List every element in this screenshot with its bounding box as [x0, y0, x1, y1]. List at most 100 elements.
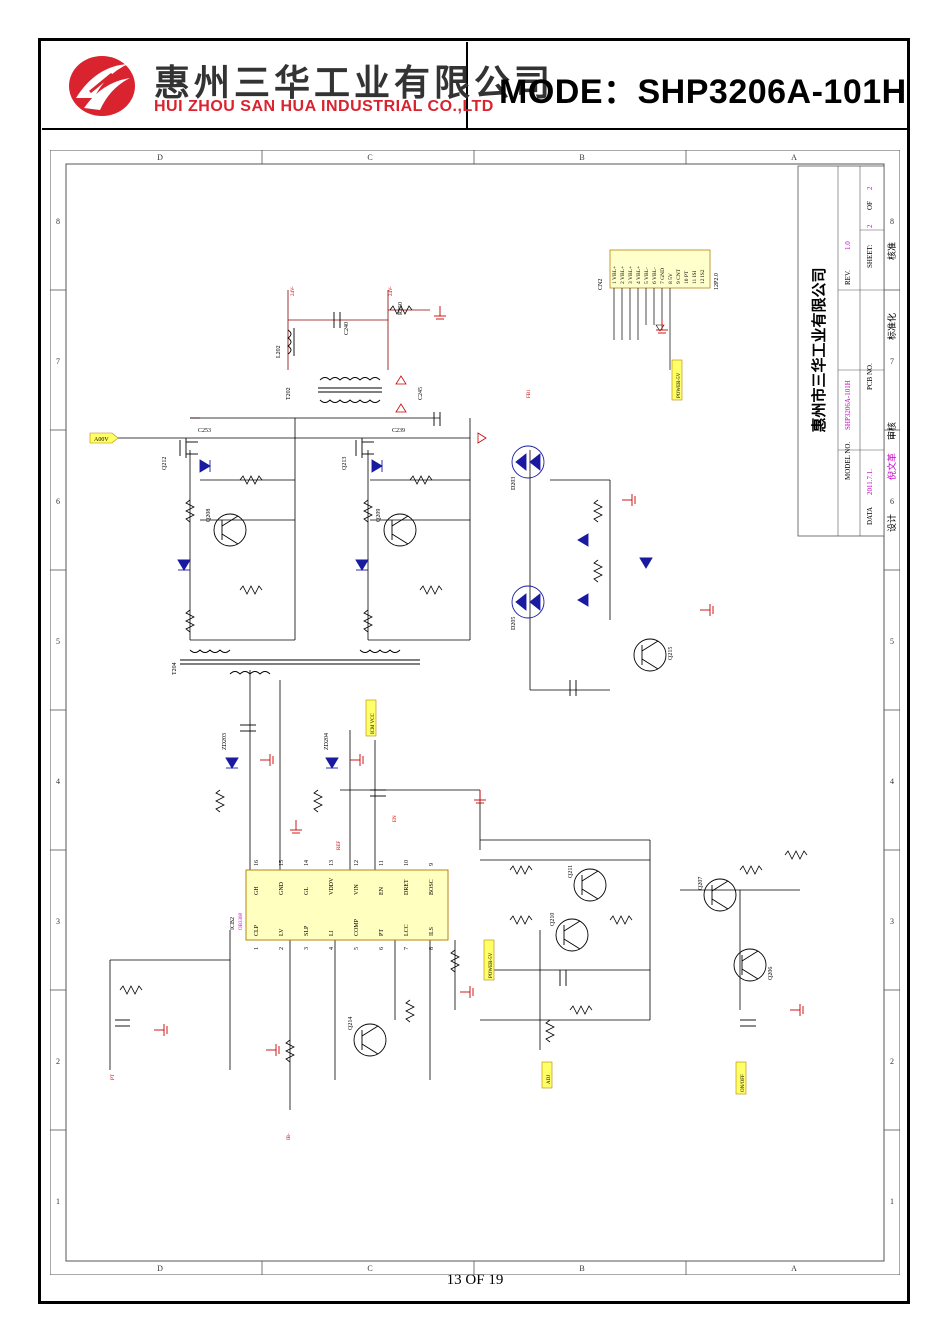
net-power5: POWER-5V — [671, 359, 683, 401]
r250-label: R250 — [398, 302, 404, 315]
ic-pin-label: GH — [254, 886, 260, 895]
q210-label: Q210 — [550, 913, 556, 926]
net-ib: IB- — [287, 1133, 292, 1140]
connector-pin-label: 6 VBL- — [652, 267, 658, 284]
q215-label: Q215 — [668, 647, 674, 660]
row-label: 2 — [890, 1057, 894, 1066]
col-label: D — [157, 1264, 163, 1273]
q211-label: Q211 — [568, 865, 574, 878]
ic-pin-number: 7 — [404, 947, 410, 950]
diode-circles — [511, 445, 545, 619]
transistor-q212 — [179, 438, 198, 458]
transistor-q207 — [703, 878, 737, 912]
transistor-q213 — [355, 438, 374, 458]
c245-label: C245 — [418, 387, 424, 400]
ic-pin-label: VDDV — [329, 877, 335, 895]
c240-label: C240 — [344, 322, 350, 335]
connector-pin-label: 12 IS2 — [700, 269, 706, 284]
transistor-q214 — [353, 1023, 387, 1057]
ic-pin-number: 4 — [329, 947, 335, 950]
row-label: 1 — [890, 1197, 894, 1206]
transistor-q210 — [555, 918, 589, 952]
check-label: 审核 — [886, 422, 897, 440]
ic-pin-label: LV — [279, 928, 285, 936]
model-label: MODEL NO. — [844, 442, 852, 480]
transistor-q209 — [383, 513, 417, 547]
approve-label: 核准 — [886, 242, 897, 260]
ic-pin-number: 13 — [329, 860, 335, 866]
ic-pin-label: LCC — [404, 924, 410, 936]
svg-text:POWER-5V: POWER-5V — [677, 372, 682, 398]
rev-label: REV. — [844, 270, 852, 285]
transistor-q206 — [733, 948, 767, 982]
design-value: 倪文革 — [886, 453, 897, 480]
ic-pin-label: COMP — [354, 918, 360, 936]
ic-part: OB3368 — [239, 913, 244, 930]
row-label: 8 — [890, 217, 894, 226]
svg-text:ADJ: ADJ — [547, 1075, 552, 1084]
transistor-q208 — [213, 513, 247, 547]
row-label: 4 — [56, 777, 60, 786]
ic-pin-label: CLP — [254, 924, 260, 936]
svg-text:A00V: A00V — [94, 437, 109, 443]
col-label: A — [791, 153, 797, 162]
ic-pin-label: LI — [329, 930, 335, 936]
resistor-symbols — [119, 305, 808, 1063]
ground-symbols — [154, 306, 804, 1056]
connector-pin-label: 7 GND — [660, 268, 666, 284]
model-value: SHP3206A-101H — [844, 380, 852, 430]
net-flags: A00V POWER-5V ICM VCC POWER-5V ADJ ON/OF… — [89, 359, 747, 1095]
of-value: 2 — [866, 186, 874, 190]
ic-pin-number: 8 — [429, 947, 435, 950]
col-label: A — [791, 1264, 797, 1273]
net-ref: REF — [337, 841, 342, 850]
transformer-labels: T202 T204 L202 C240 C253 C239 C245 R250 — [172, 302, 424, 675]
ic-name: ICB2 — [230, 917, 236, 930]
net-icvcc: ICM VCC — [365, 699, 377, 737]
t204-label: T204 — [172, 662, 178, 675]
ic-pin-label: BOSC — [429, 879, 435, 895]
q209-label: Q209 — [376, 509, 382, 522]
ic-pin-label: DRET — [404, 879, 410, 895]
main-wires — [109, 417, 800, 1110]
page-number: 13 OF 19 — [446, 1272, 504, 1288]
title-company: 惠州市三华工业有限公司 — [810, 267, 828, 432]
ic-pin-label: EN — [379, 886, 385, 895]
connector-name: CN2 — [598, 279, 604, 290]
net-labels: 24V- 24V- PT IB- REF FB1 EN — [111, 286, 532, 1140]
connector-pin-label: 2 VBL+ — [620, 266, 626, 284]
schematic-frame — [50, 150, 900, 1275]
diode-labels: D203 D205 ZD203 ZD204 — [222, 477, 517, 750]
standard-label: 标准化 — [886, 313, 897, 340]
ic-pin-number: 15 — [279, 860, 285, 866]
row-label: 3 — [890, 917, 894, 926]
d205-label: D205 — [511, 617, 517, 630]
row-label: 5 — [56, 637, 60, 646]
connector-pin-label: 3 VBL+ — [628, 266, 634, 284]
row-label: 6 — [890, 497, 894, 506]
transistor-q215 — [633, 638, 667, 672]
ic-pin-number: 1 — [254, 947, 260, 950]
connector-pin-label: 11 ISI — [692, 270, 698, 284]
row-label: 3 — [56, 917, 60, 926]
ic-pin-label: VIN — [354, 884, 360, 895]
power-wires — [190, 290, 430, 419]
col-label: C — [367, 153, 372, 162]
svg-text:ON/OFF: ON/OFF — [741, 1074, 746, 1092]
ic-pin-number: 12 — [354, 860, 360, 866]
row-label: 1 — [56, 1197, 60, 1206]
connector-pin-label: 5 VBL- — [644, 267, 650, 284]
svg-text:POWER-5V: POWER-5V — [489, 952, 494, 978]
ic-pin-number: 6 — [379, 947, 385, 950]
connector-pin-label: 10 PT — [684, 270, 690, 284]
row-label: 4 — [890, 777, 894, 786]
net-adj: ADJ — [541, 1061, 553, 1089]
sheet-label: SHEET: — [866, 245, 874, 268]
ic-pin-label: PT — [379, 929, 385, 936]
q213-label: Q213 — [342, 457, 348, 470]
net-24v-b: 24V- — [389, 286, 394, 296]
schematic-inner-frame — [65, 163, 885, 1262]
col-label: C — [367, 1264, 372, 1273]
of-label: OF — [866, 201, 874, 210]
ic-pin-number: 11 — [379, 860, 385, 866]
